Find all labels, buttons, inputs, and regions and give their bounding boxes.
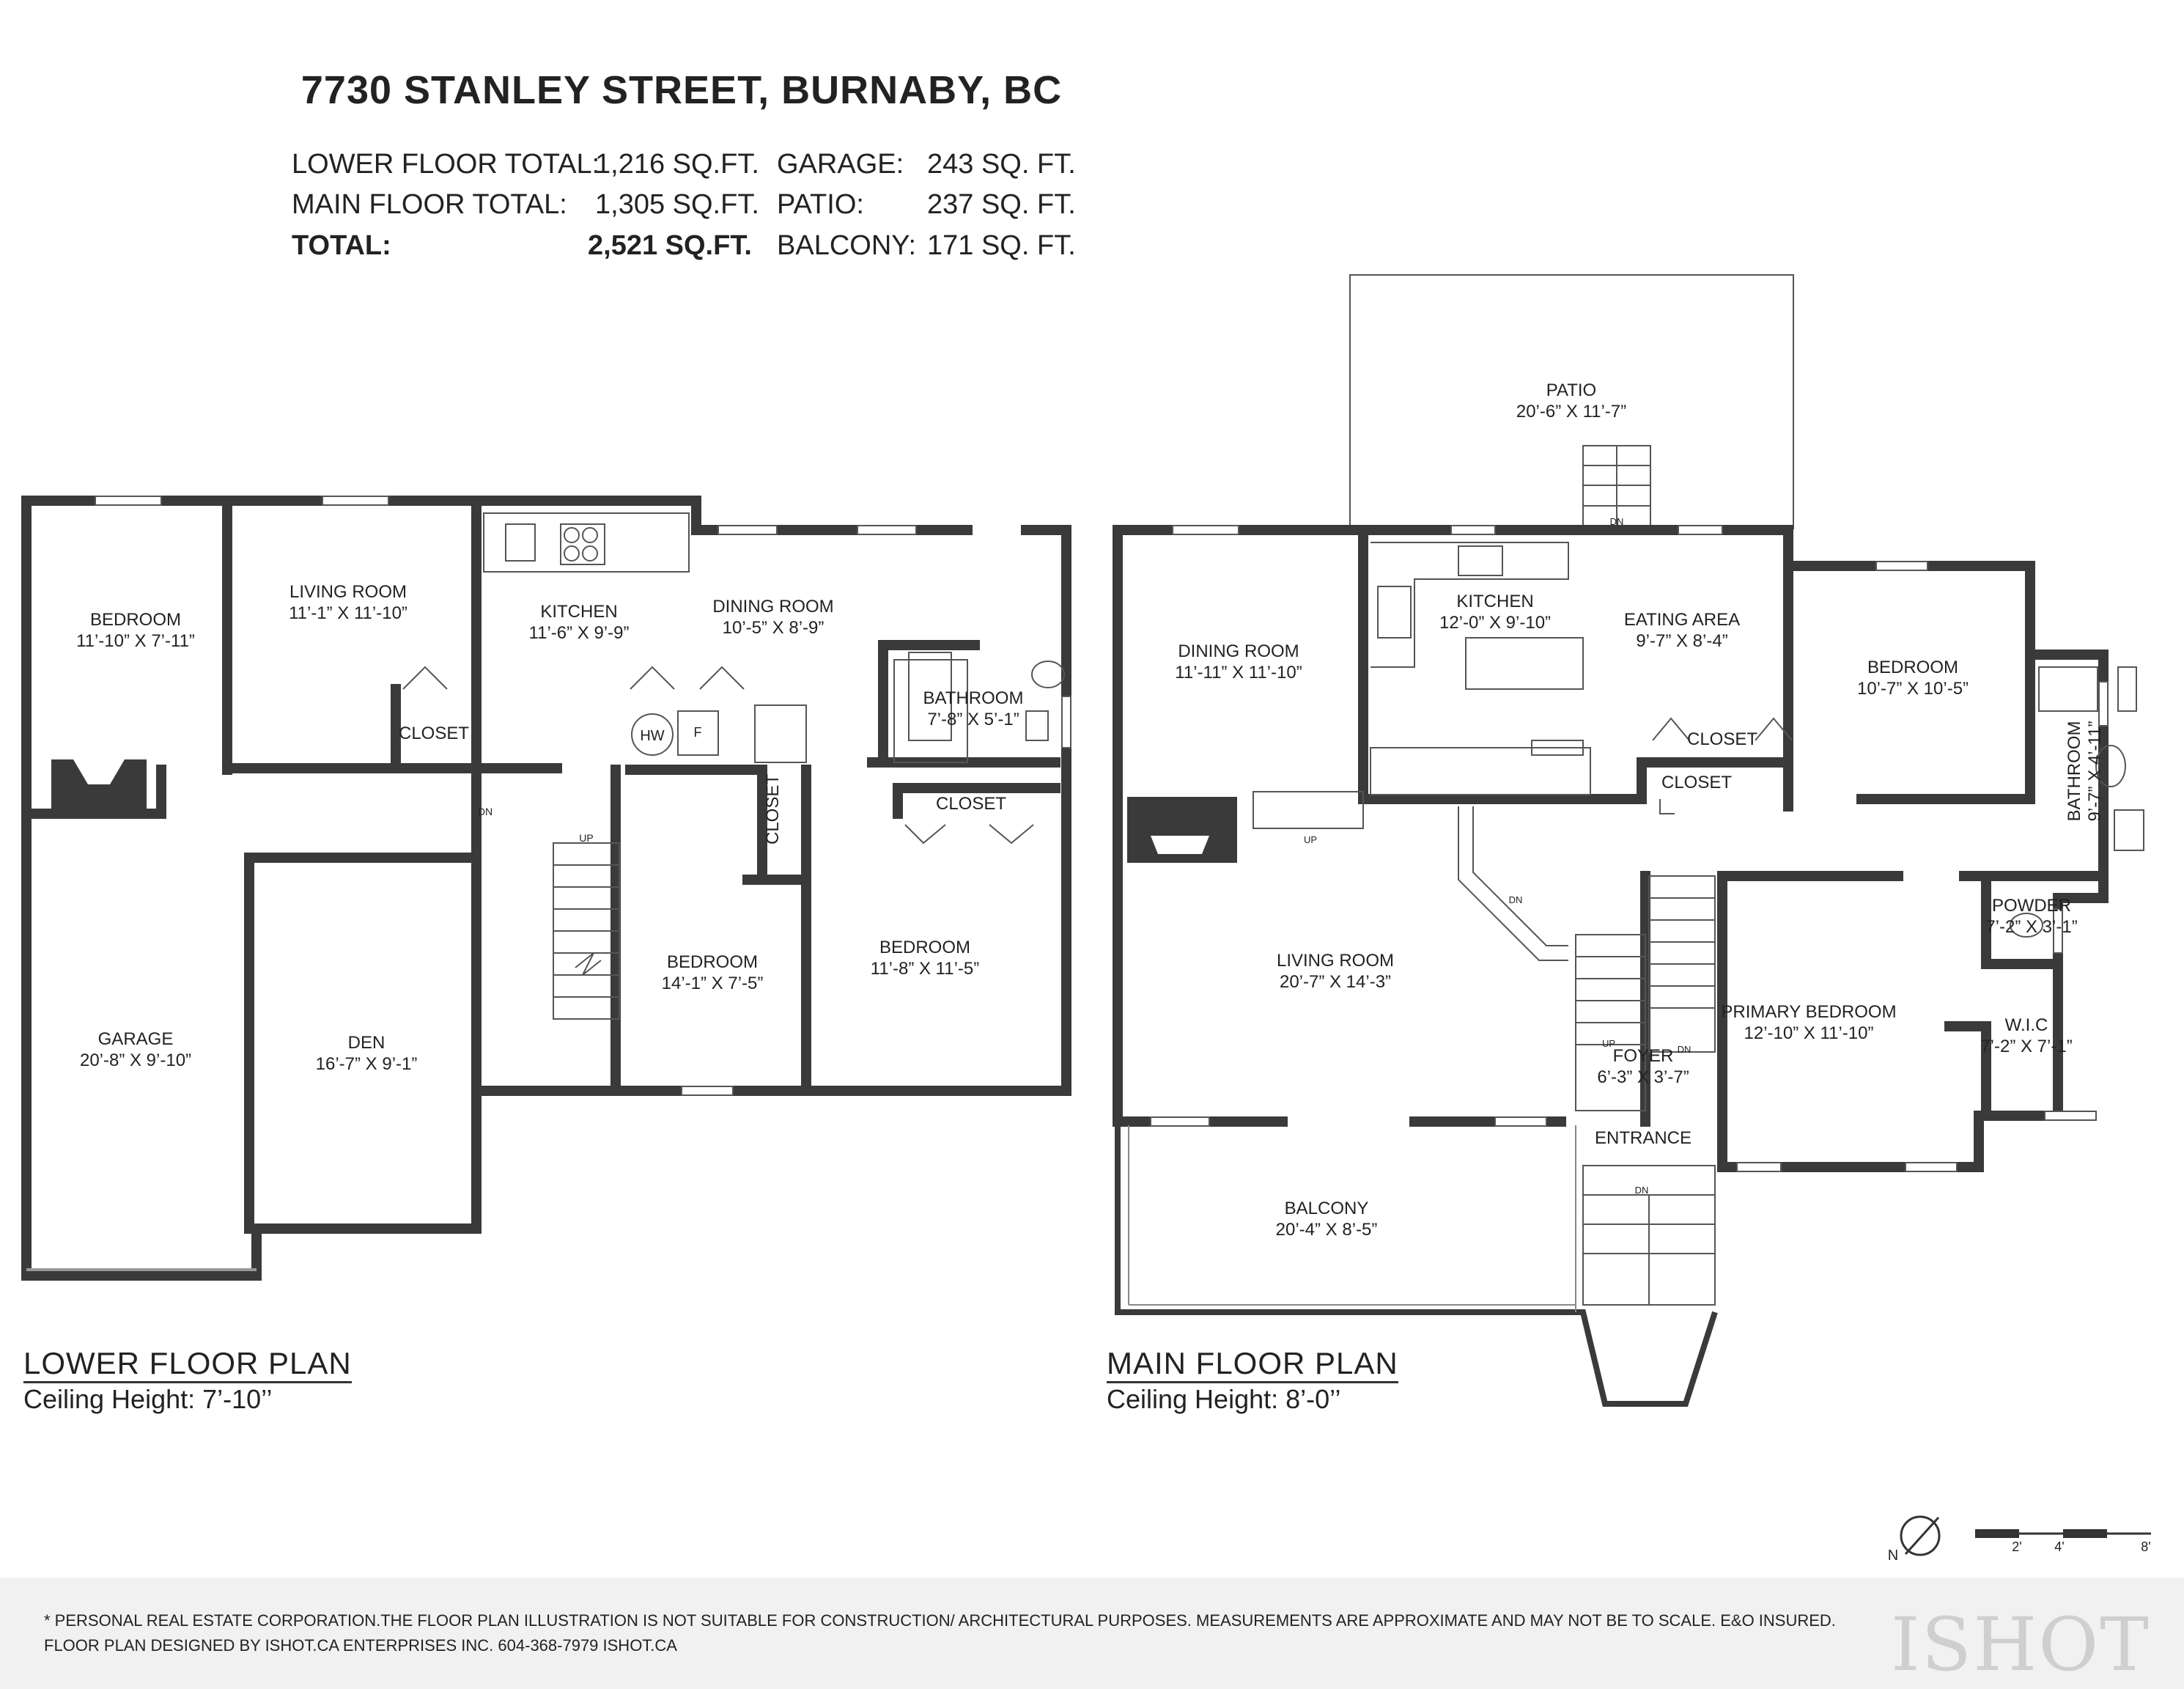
room-name: CLOSET: [936, 794, 1006, 814]
main-kitchen-fixtures: [1253, 542, 1591, 961]
room-name: LIVING ROOM: [1277, 951, 1394, 971]
room-dims: 12’-0” X 9’-10”: [1439, 613, 1551, 633]
room-name: BEDROOM: [1867, 658, 1958, 677]
room-dims: 16’-7” X 9’-1”: [316, 1054, 418, 1074]
room-name: CLOSET: [763, 774, 783, 844]
room-dims: 11’-8” X 11’-5”: [871, 959, 980, 979]
footer-bar: [0, 1578, 2184, 1689]
room-dims: 14’-1” X 7’-5”: [662, 974, 764, 993]
room-dims: 10’-7” X 10’-5”: [1857, 679, 1969, 699]
patio-stairs: [1582, 445, 1651, 527]
foyer-dn-mark: DN: [1678, 1044, 1692, 1055]
main-floor-title: MAIN FLOOR PLAN: [1107, 1346, 1398, 1383]
lower-floor-ceiling: Ceiling Height: 7’-10’’: [23, 1384, 273, 1414]
main-stairs-dn-mark: DN: [1509, 894, 1523, 905]
room-dims: 6’-3” X 3’-7”: [1597, 1067, 1689, 1087]
room-name: DINING ROOM: [1178, 641, 1299, 661]
room-name: BEDROOM: [90, 610, 181, 630]
bathroom-fixtures: [908, 652, 2144, 938]
room-name: W.I.C: [2005, 1015, 2048, 1035]
svg-text:F: F: [694, 725, 702, 740]
lower-room-labels: BEDROOM 11’-10” X 7’-11” LIVING ROOM 11’…: [76, 582, 1023, 1074]
balcony-value: 171 SQ. FT.: [927, 230, 1076, 261]
room-dims: 7’-2” X 7’-1”: [1980, 1037, 2072, 1056]
main-stairs: [1575, 875, 1716, 1306]
svg-text:4': 4': [2054, 1539, 2064, 1554]
room-dims: 7’-8” X 5’-1”: [927, 710, 1019, 729]
lower-floor-total-value: 1,216 SQ.FT.: [595, 149, 759, 180]
room-dims: 12’-10” X 11’-10”: [1744, 1023, 1874, 1043]
room-name: BALCONY: [1285, 1199, 1369, 1218]
room-name: DEN: [348, 1033, 385, 1053]
disclaimer-text: * PERSONAL REAL ESTATE CORPORATION.THE F…: [44, 1611, 1836, 1630]
room-dims: 9’-7” X 8’-4”: [1636, 631, 1727, 651]
room-name: CLOSET: [399, 724, 469, 743]
garage-label: GARAGE:: [777, 149, 904, 180]
patio-label: PATIO:: [777, 189, 864, 220]
room-name: BEDROOM: [879, 938, 970, 957]
room-name: POWDER: [1992, 896, 2071, 916]
room-dims: 10’-5” X 8’-9”: [723, 618, 824, 638]
room-dims: 9’-7” X 4’-11”: [2085, 721, 2105, 822]
water-heater: HW F: [631, 710, 719, 756]
total-label: TOTAL:: [292, 230, 391, 261]
room-name: DINING ROOM: [712, 597, 833, 617]
balcony-label: BALCONY:: [777, 230, 917, 261]
patio-value: 237 SQ. FT.: [927, 189, 1076, 220]
room-name: FOYER: [1613, 1046, 1674, 1066]
room-dims: 11’-10” X 7’-11”: [76, 631, 195, 651]
room-name: PRIMARY BEDROOM: [1721, 1002, 1896, 1022]
room-name: LIVING ROOM: [289, 582, 407, 602]
room-name: CLOSET: [1687, 729, 1757, 749]
lower-floor-total-label: LOWER FLOOR TOTAL:: [292, 149, 600, 180]
room-name: GARAGE: [98, 1029, 174, 1049]
room-dims: 20’-8” X 9’-10”: [80, 1050, 191, 1070]
room-dims: 20’-4” X 8’-5”: [1276, 1220, 1378, 1240]
scale-bar: 2' 4' 8': [1975, 1529, 2151, 1554]
ishot-logo: ISHOT: [1891, 1602, 2150, 1688]
main-fireplace-up-mark: UP: [1304, 834, 1317, 845]
room-name: ENTRANCE: [1595, 1128, 1692, 1148]
svg-text:HW: HW: [640, 728, 664, 744]
room-dims: 11’-6” X 9’-9”: [529, 623, 630, 643]
room-name: CLOSET: [1661, 773, 1732, 792]
lower-floor-title: LOWER FLOOR PLAN: [23, 1346, 352, 1383]
total-value: 2,521 SQ.FT.: [588, 230, 752, 261]
designer-credit: FLOOR PLAN DESIGNED BY ISHOT.CA ENTERPRI…: [44, 1636, 677, 1655]
lower-windows: [95, 496, 1071, 1096]
room-name: BATHROOM: [2065, 721, 2084, 822]
room-name: KITCHEN: [1456, 592, 1533, 611]
main-floor-total-label: MAIN FLOOR TOTAL:: [292, 189, 567, 220]
room-dims: 20’-6” X 11’-7”: [1516, 402, 1626, 422]
room-dims: 20’-7” X 14’-3”: [1280, 972, 1391, 992]
property-address: 7730 STANLEY STREET, BURNABY, BC: [300, 68, 1063, 112]
compass-label: N: [1888, 1548, 1898, 1564]
lower-stairs-up-mark: UP: [579, 832, 593, 844]
room-name: BEDROOM: [667, 952, 758, 972]
lower-stairs-dn-mark: DN: [478, 806, 492, 817]
svg-text:8': 8': [2141, 1539, 2150, 1554]
main-floor-ceiling: Ceiling Height: 8’-0’’: [1107, 1384, 1341, 1414]
lower-kitchen-counter: [483, 512, 968, 763]
lower-stairs: [553, 842, 620, 1020]
room-dims: 11’-11” X 11’-10”: [1175, 663, 1302, 682]
room-name: BATHROOM: [923, 688, 1024, 708]
room-dims: 7’-2” X 3’-1”: [1985, 917, 2077, 937]
garage-value: 243 SQ. FT.: [927, 149, 1076, 180]
foyer-up-mark: UP: [1602, 1038, 1615, 1049]
room-dims: 11’-1” X 11’-10”: [289, 603, 407, 623]
balcony-railing: [1115, 1125, 1718, 1407]
entrance-stairs-dn-mark: DN: [1635, 1185, 1649, 1196]
room-name: EATING AREA: [1624, 610, 1740, 630]
main-room-labels: PATIO 20’-6” X 11’-7” DINING ROOM 11’-11…: [1175, 380, 2105, 1240]
room-name: KITCHEN: [540, 602, 617, 622]
compass: N: [1888, 1515, 1941, 1564]
room-name: PATIO: [1546, 380, 1596, 400]
door-swings: [402, 666, 1793, 844]
main-windows: [1150, 525, 2109, 1172]
patio-stairs-dn-mark: DN: [1610, 516, 1624, 527]
svg-text:2': 2': [2012, 1539, 2021, 1554]
main-floor-total-value: 1,305 SQ.FT.: [595, 189, 759, 220]
